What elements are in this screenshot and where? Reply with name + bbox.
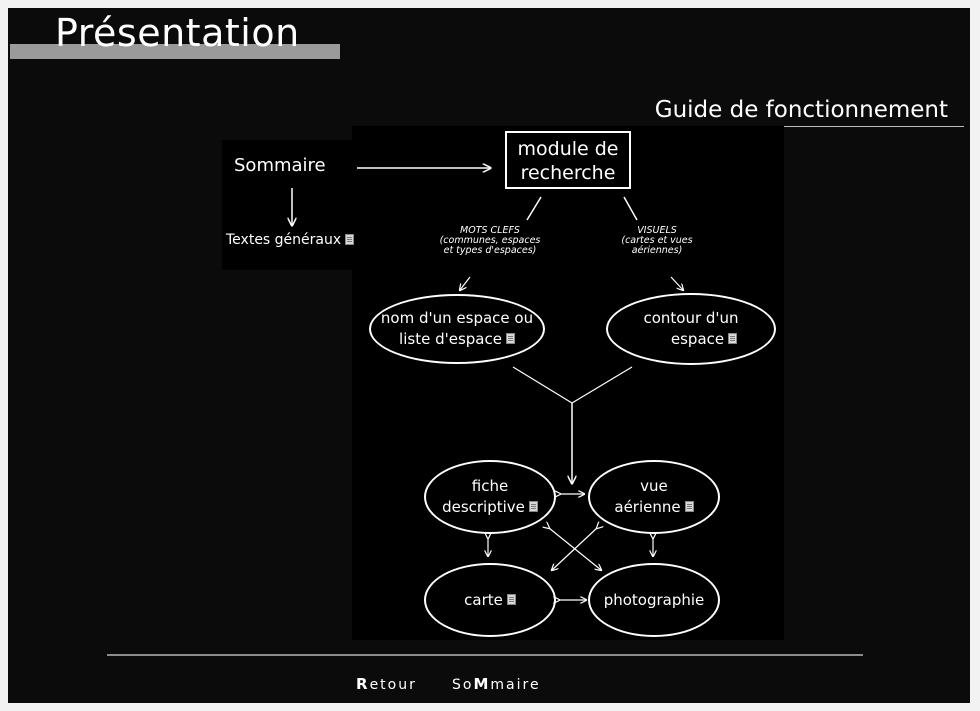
document-icon	[684, 501, 694, 512]
line-nom-to-junction	[512, 366, 573, 404]
module-line-2: recherche	[520, 162, 616, 184]
photographie-node[interactable]: photographie	[588, 563, 720, 637]
fiche-line-1: fiche	[471, 477, 509, 495]
nom-line-1: nom d'un espace ou	[380, 309, 534, 327]
document-icon	[345, 233, 355, 245]
arrow-mots-clefs-to-nom	[460, 276, 471, 290]
module-de-recherche-box[interactable]: module de recherche	[505, 131, 631, 189]
guide-underline	[780, 126, 964, 127]
contour-line-2: espace	[670, 330, 725, 348]
guide-subtitle: Guide de fonctionnement	[654, 97, 948, 123]
visuels-line-2: (cartes et vues	[621, 235, 693, 246]
fiche-line-2: descriptive	[442, 498, 525, 516]
module-line-1: module de	[517, 138, 619, 160]
mots-clefs-line-1: MOTS CLEFS	[460, 225, 520, 236]
carte-label: carte	[464, 590, 503, 609]
vue-line-1: vue	[640, 477, 668, 495]
sommaire-footer-link[interactable]: SoMmaire	[452, 675, 541, 693]
document-icon	[505, 333, 515, 344]
sommaire-part-a: So	[452, 677, 474, 693]
sommaire-part-b: M	[473, 675, 491, 693]
footer-divider	[107, 654, 863, 656]
contour-line-1: contour d'un	[643, 309, 739, 327]
arrow-visuels-to-contour	[670, 276, 683, 290]
line-contour-to-junction	[571, 366, 633, 404]
document-icon	[728, 333, 738, 344]
fiche-descriptive-node[interactable]: fiche descriptive	[424, 460, 556, 534]
retour-rest: etour	[369, 677, 417, 693]
sommaire-link[interactable]: Sommaire	[234, 155, 326, 176]
photographie-label: photographie	[603, 590, 705, 609]
nom-line-2: liste d'espace	[399, 330, 502, 348]
line-module-to-mots-clefs	[526, 196, 542, 221]
line-module-to-visuels	[623, 196, 638, 221]
page-title: Présentation	[55, 11, 300, 55]
visuels-line-1: VISUELS	[637, 225, 677, 236]
document-icon	[506, 593, 516, 605]
retour-initial: R	[356, 675, 370, 693]
contour-espace-node[interactable]: contour d'un espace	[606, 293, 776, 365]
document-icon	[528, 501, 538, 512]
title-underline-bar	[10, 44, 340, 59]
mots-clefs-line-2: (communes, espaces	[439, 235, 541, 246]
carte-node[interactable]: carte	[424, 563, 556, 637]
textes-generaux-link[interactable]: Textes généraux	[226, 232, 355, 248]
visuels-line-3: aériennes)	[631, 245, 683, 256]
retour-link[interactable]: Retour	[356, 675, 417, 693]
visuels-label: VISUELS (cartes et vues aériennes)	[612, 226, 702, 256]
arrow-vue-carte	[552, 528, 597, 570]
sommaire-part-c: maire	[490, 677, 541, 693]
textes-generaux-label: Textes généraux	[226, 232, 342, 248]
nom-espace-node[interactable]: nom d'un espace ou liste d'espace	[369, 294, 545, 364]
vue-line-2: aérienne	[614, 498, 681, 516]
mots-clefs-line-3: et types d'espaces)	[443, 245, 537, 256]
mots-clefs-label: MOTS CLEFS (communes, espaces et types d…	[435, 226, 545, 256]
vue-aerienne-node[interactable]: vue aérienne	[588, 460, 720, 534]
